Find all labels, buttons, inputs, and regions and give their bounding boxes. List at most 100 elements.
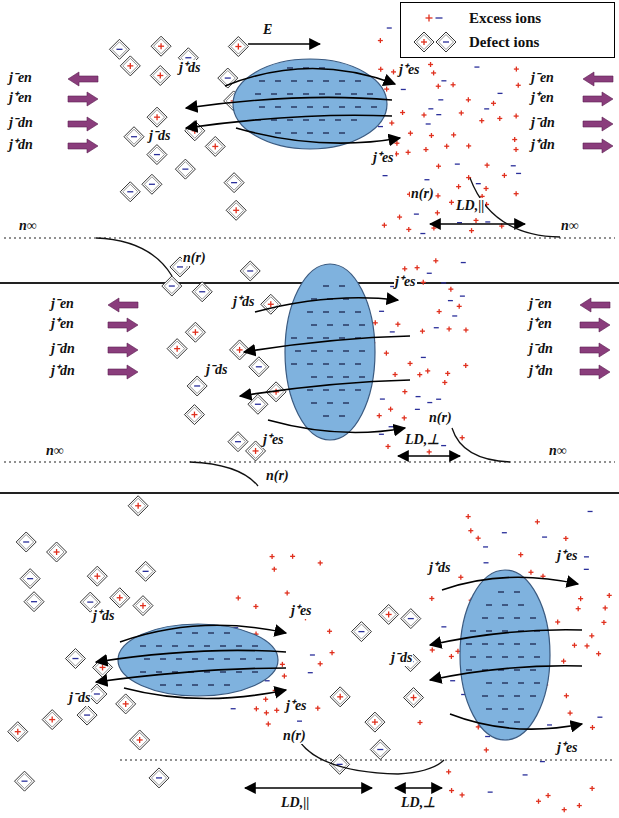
ion-sign [17, 729, 18, 735]
defect-ion [132, 732, 147, 747]
ion-sign [486, 163, 487, 168]
ion-sign [185, 57, 191, 58]
profile-curve [452, 428, 510, 462]
ion-sign [236, 645, 242, 646]
figure-label: j⁺en [528, 316, 553, 332]
defect-ion [49, 545, 64, 560]
ion-sign [435, 258, 436, 263]
ion-sign [450, 680, 455, 681]
figure-label: LD,|| [455, 198, 485, 214]
ion-sign [343, 402, 349, 403]
ion-sign [337, 764, 343, 765]
ion-sign [483, 546, 488, 547]
ion-sign [295, 350, 301, 351]
figure-label: j⁺es [262, 432, 285, 448]
ion-sign [441, 445, 446, 446]
figure-label: LD,⊥ [404, 432, 440, 448]
ion-sign [390, 331, 395, 332]
ion-sign [470, 656, 476, 657]
ion-sign [377, 749, 383, 750]
flux-arrow [96, 668, 286, 682]
defect-ion [187, 407, 202, 422]
ion-sign [534, 682, 540, 683]
ion-sign [311, 350, 317, 351]
ion-sign [514, 591, 520, 592]
defect-ion [224, 173, 244, 193]
flux-arrow [244, 336, 410, 352]
ion-sign [431, 596, 432, 601]
ion-sign [498, 617, 504, 618]
ion-sign [514, 643, 520, 644]
defect-ion [153, 68, 168, 83]
ion-sign [378, 126, 383, 127]
ion-sign [307, 363, 313, 364]
ion-sign [256, 366, 262, 367]
ion-sign [87, 601, 93, 602]
ion-sign [441, 80, 446, 81]
flux-arrow [240, 380, 410, 396]
figure-label: j⁻ds [205, 362, 228, 378]
figure-label: j⁻dn [530, 115, 556, 131]
ion-sign [534, 656, 540, 657]
defect-ion [135, 598, 150, 613]
ion-sign [143, 571, 149, 572]
defect-ion [10, 724, 25, 739]
ion-sign [23, 541, 29, 542]
flux-arrow [225, 68, 395, 86]
ion-sign [408, 618, 414, 619]
ion-sign [323, 80, 329, 81]
ion-sign [428, 15, 429, 22]
ion-sign [256, 658, 262, 659]
ion-sign [520, 552, 521, 557]
ion-sign [192, 658, 198, 659]
ion-sign [433, 226, 434, 231]
defect-ion [414, 32, 434, 52]
flux-block-arrow [68, 92, 98, 106]
ion-sign [530, 643, 536, 644]
ion-sign [125, 701, 126, 707]
ion-sign [287, 93, 293, 94]
ion-sign [97, 573, 98, 579]
ion-sign [287, 119, 293, 120]
defect-ion [116, 694, 136, 714]
ion-sign [416, 265, 417, 270]
ion-sign [580, 596, 581, 601]
particle-ellipse [285, 264, 375, 440]
ion-sign [355, 311, 361, 312]
figure-label: j⁻dn [8, 115, 34, 131]
ion-sign [431, 133, 432, 138]
ion-sign [584, 556, 589, 557]
ion-sign [502, 630, 508, 631]
ion-sign [188, 645, 194, 646]
ion-sign [252, 671, 258, 672]
defect-ion [232, 342, 247, 357]
figure-label: j⁻dn [50, 341, 76, 357]
flux-block-arrow [583, 72, 613, 86]
figure-label: j⁺es [285, 698, 308, 714]
flux-arrow [450, 714, 582, 729]
figure-label: j⁺dn [530, 137, 556, 153]
ion-sign [428, 108, 433, 109]
ion-sign [270, 301, 271, 307]
figure-label: n(r) [182, 250, 207, 266]
defect-ion [354, 624, 369, 639]
defect-ion [147, 145, 167, 165]
ion-sign [419, 372, 420, 377]
ion-sign [291, 132, 297, 133]
flux-block-arrow [108, 318, 138, 332]
ion-sign [388, 611, 389, 617]
flux-block-arrow [108, 298, 138, 312]
ion-sign [453, 132, 454, 137]
ion-sign [355, 389, 361, 390]
figure-label: j⁺ds [428, 560, 451, 576]
ion-sign [308, 672, 313, 673]
ion-sign [327, 350, 333, 351]
ion-sign [236, 671, 242, 672]
ion-sign [468, 97, 469, 102]
ion-sign [515, 191, 516, 196]
ion-sign [323, 389, 329, 390]
ion-sign [319, 119, 325, 120]
ion-sign [379, 311, 384, 312]
ion-sign [598, 651, 599, 656]
ion-sign [591, 786, 592, 791]
